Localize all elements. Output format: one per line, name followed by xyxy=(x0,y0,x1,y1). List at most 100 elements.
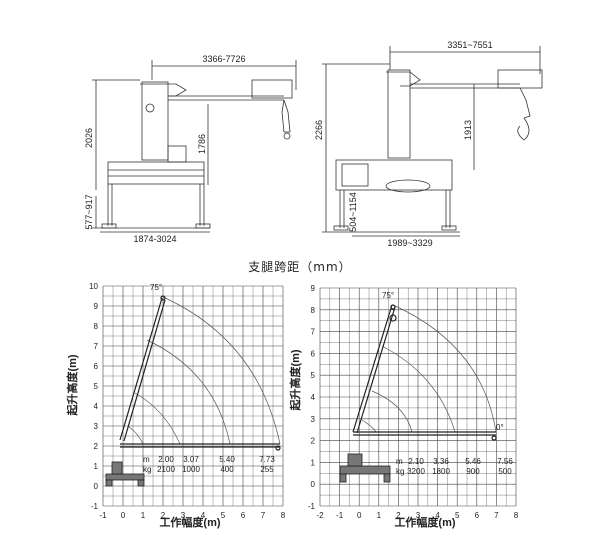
radius-value: 2.00 xyxy=(158,455,174,464)
y-tick-label: 5 xyxy=(311,371,316,380)
chart-1-y-label: 起升高度(m) xyxy=(65,354,79,416)
y-tick-label: 4 xyxy=(94,402,99,411)
radius-value: 7.56 xyxy=(497,457,513,466)
y-tick-label: 0 xyxy=(311,480,316,489)
y-tick-label: 7 xyxy=(311,328,316,337)
side-column xyxy=(141,81,169,161)
rear-view-drawing xyxy=(322,46,543,237)
rear-hook-icon xyxy=(517,117,530,141)
outrigger-span-caption: 支腿跨距（mm） xyxy=(248,260,352,274)
rear-reach-dim: 3351~7551 xyxy=(447,40,492,50)
load-value: 1000 xyxy=(182,465,200,474)
x-tick-label: 2 xyxy=(161,511,166,520)
side-span-dim: 1874-3024 xyxy=(133,234,176,244)
radius-value: 7.73 xyxy=(259,455,275,464)
y-tick-label: 2 xyxy=(311,437,316,446)
y-tick-label: -1 xyxy=(308,502,316,511)
x-tick-label: -2 xyxy=(316,511,324,520)
radius-value: 5.46 xyxy=(465,457,481,466)
rear-height-left-dim: 2266 xyxy=(314,120,324,140)
chart-2-x-label: 工作幅度(m) xyxy=(394,515,455,529)
chart-1-crane-base xyxy=(105,461,145,487)
chart-2-angle-top: 75° xyxy=(382,291,394,300)
x-tick-label: 6 xyxy=(475,511,480,520)
x-tick-label: 7 xyxy=(494,511,499,520)
x-tick-label: -1 xyxy=(99,511,107,520)
y-tick-label: 10 xyxy=(89,282,98,291)
load-value: 1800 xyxy=(432,467,450,476)
x-tick-label: -1 xyxy=(336,511,344,520)
y-tick-label: 5 xyxy=(94,382,99,391)
x-tick-label: 3 xyxy=(181,511,186,520)
x-tick-label: 8 xyxy=(514,511,519,520)
x-tick-label: 3 xyxy=(416,511,421,520)
x-tick-label: 1 xyxy=(141,511,146,520)
rear-height-right-dim: 1913 xyxy=(463,120,473,140)
chart-2-arcs xyxy=(361,304,497,433)
chart-1-x-label: 工作幅度(m) xyxy=(159,515,220,529)
chart-2-boom xyxy=(352,304,497,441)
x-tick-label: 4 xyxy=(201,511,206,520)
load-value: 2100 xyxy=(157,465,175,474)
x-tick-label: 7 xyxy=(261,511,266,520)
y-tick-label: 4 xyxy=(311,393,316,402)
y-tick-label: -1 xyxy=(91,502,99,511)
y-tick-label: 0 xyxy=(94,482,99,491)
y-tick-label: 2 xyxy=(94,442,99,451)
x-tick-label: 0 xyxy=(121,511,126,520)
y-tick-label: 8 xyxy=(311,306,316,315)
x-tick-label: 5 xyxy=(221,511,226,520)
x-tick-label: 1 xyxy=(377,511,382,520)
y-tick-label: 6 xyxy=(311,349,316,358)
chart-2-kg-label: kg xyxy=(396,467,404,476)
y-tick-label: 9 xyxy=(311,284,316,293)
y-tick-label: 1 xyxy=(94,462,99,471)
rear-leg-height-dim: 504~1154 xyxy=(348,192,358,232)
rear-column xyxy=(387,69,411,159)
load-value: 3200 xyxy=(407,467,425,476)
chart-2-x-ticks: -2 -1 0 1 2 3 4 5 6 7 8 xyxy=(316,511,518,520)
chart-2-y-ticks: -1 0 1 2 3 4 5 6 7 8 9 xyxy=(308,284,316,511)
chart-1-arcs xyxy=(127,296,281,445)
chart-1-kg-label: kg xyxy=(143,465,151,474)
chart-1-load-table: 2.00 3.07 5.40 7.73 2100 1000 400 255 xyxy=(157,455,275,474)
radius-value: 5.40 xyxy=(219,455,235,464)
side-base xyxy=(107,161,205,185)
y-tick-label: 3 xyxy=(311,415,316,424)
chart-1-grid xyxy=(102,285,284,507)
chart-2-crane-base xyxy=(339,453,391,483)
x-tick-label: 8 xyxy=(281,511,286,520)
radius-value: 3.07 xyxy=(183,455,199,464)
radius-value: 2.10 xyxy=(408,457,424,466)
rear-base xyxy=(335,159,453,191)
load-value: 500 xyxy=(498,467,512,476)
y-tick-label: 3 xyxy=(94,422,99,431)
x-tick-label: 2 xyxy=(396,511,401,520)
chart-2-y-label: 起升高度(m) xyxy=(288,349,302,411)
side-leg-height-dim: 577~917 xyxy=(84,194,94,229)
y-tick-label: 8 xyxy=(94,322,99,331)
chart-2-m-label: m xyxy=(396,457,403,466)
side-height-left-dim: 2026 xyxy=(84,128,94,148)
load-value: 400 xyxy=(220,465,234,474)
x-tick-label: 6 xyxy=(241,511,246,520)
chart-1-angle-top: 75° xyxy=(150,283,162,292)
load-value: 255 xyxy=(260,465,274,474)
x-tick-label: 4 xyxy=(435,511,440,520)
x-tick-label: 0 xyxy=(357,511,362,520)
side-height-inner-dim: 1786 xyxy=(197,134,207,154)
side-reach-dim: 3366-7726 xyxy=(202,54,245,64)
x-tick-label: 5 xyxy=(455,511,460,520)
radius-value: 3.36 xyxy=(433,457,449,466)
chart-1-m-label: m xyxy=(143,455,150,464)
y-tick-label: 9 xyxy=(94,302,99,311)
y-tick-label: 1 xyxy=(311,458,316,467)
y-tick-label: 7 xyxy=(94,342,99,351)
chart-1-boom xyxy=(119,295,281,451)
rear-span-dim: 1989~3329 xyxy=(387,238,432,248)
